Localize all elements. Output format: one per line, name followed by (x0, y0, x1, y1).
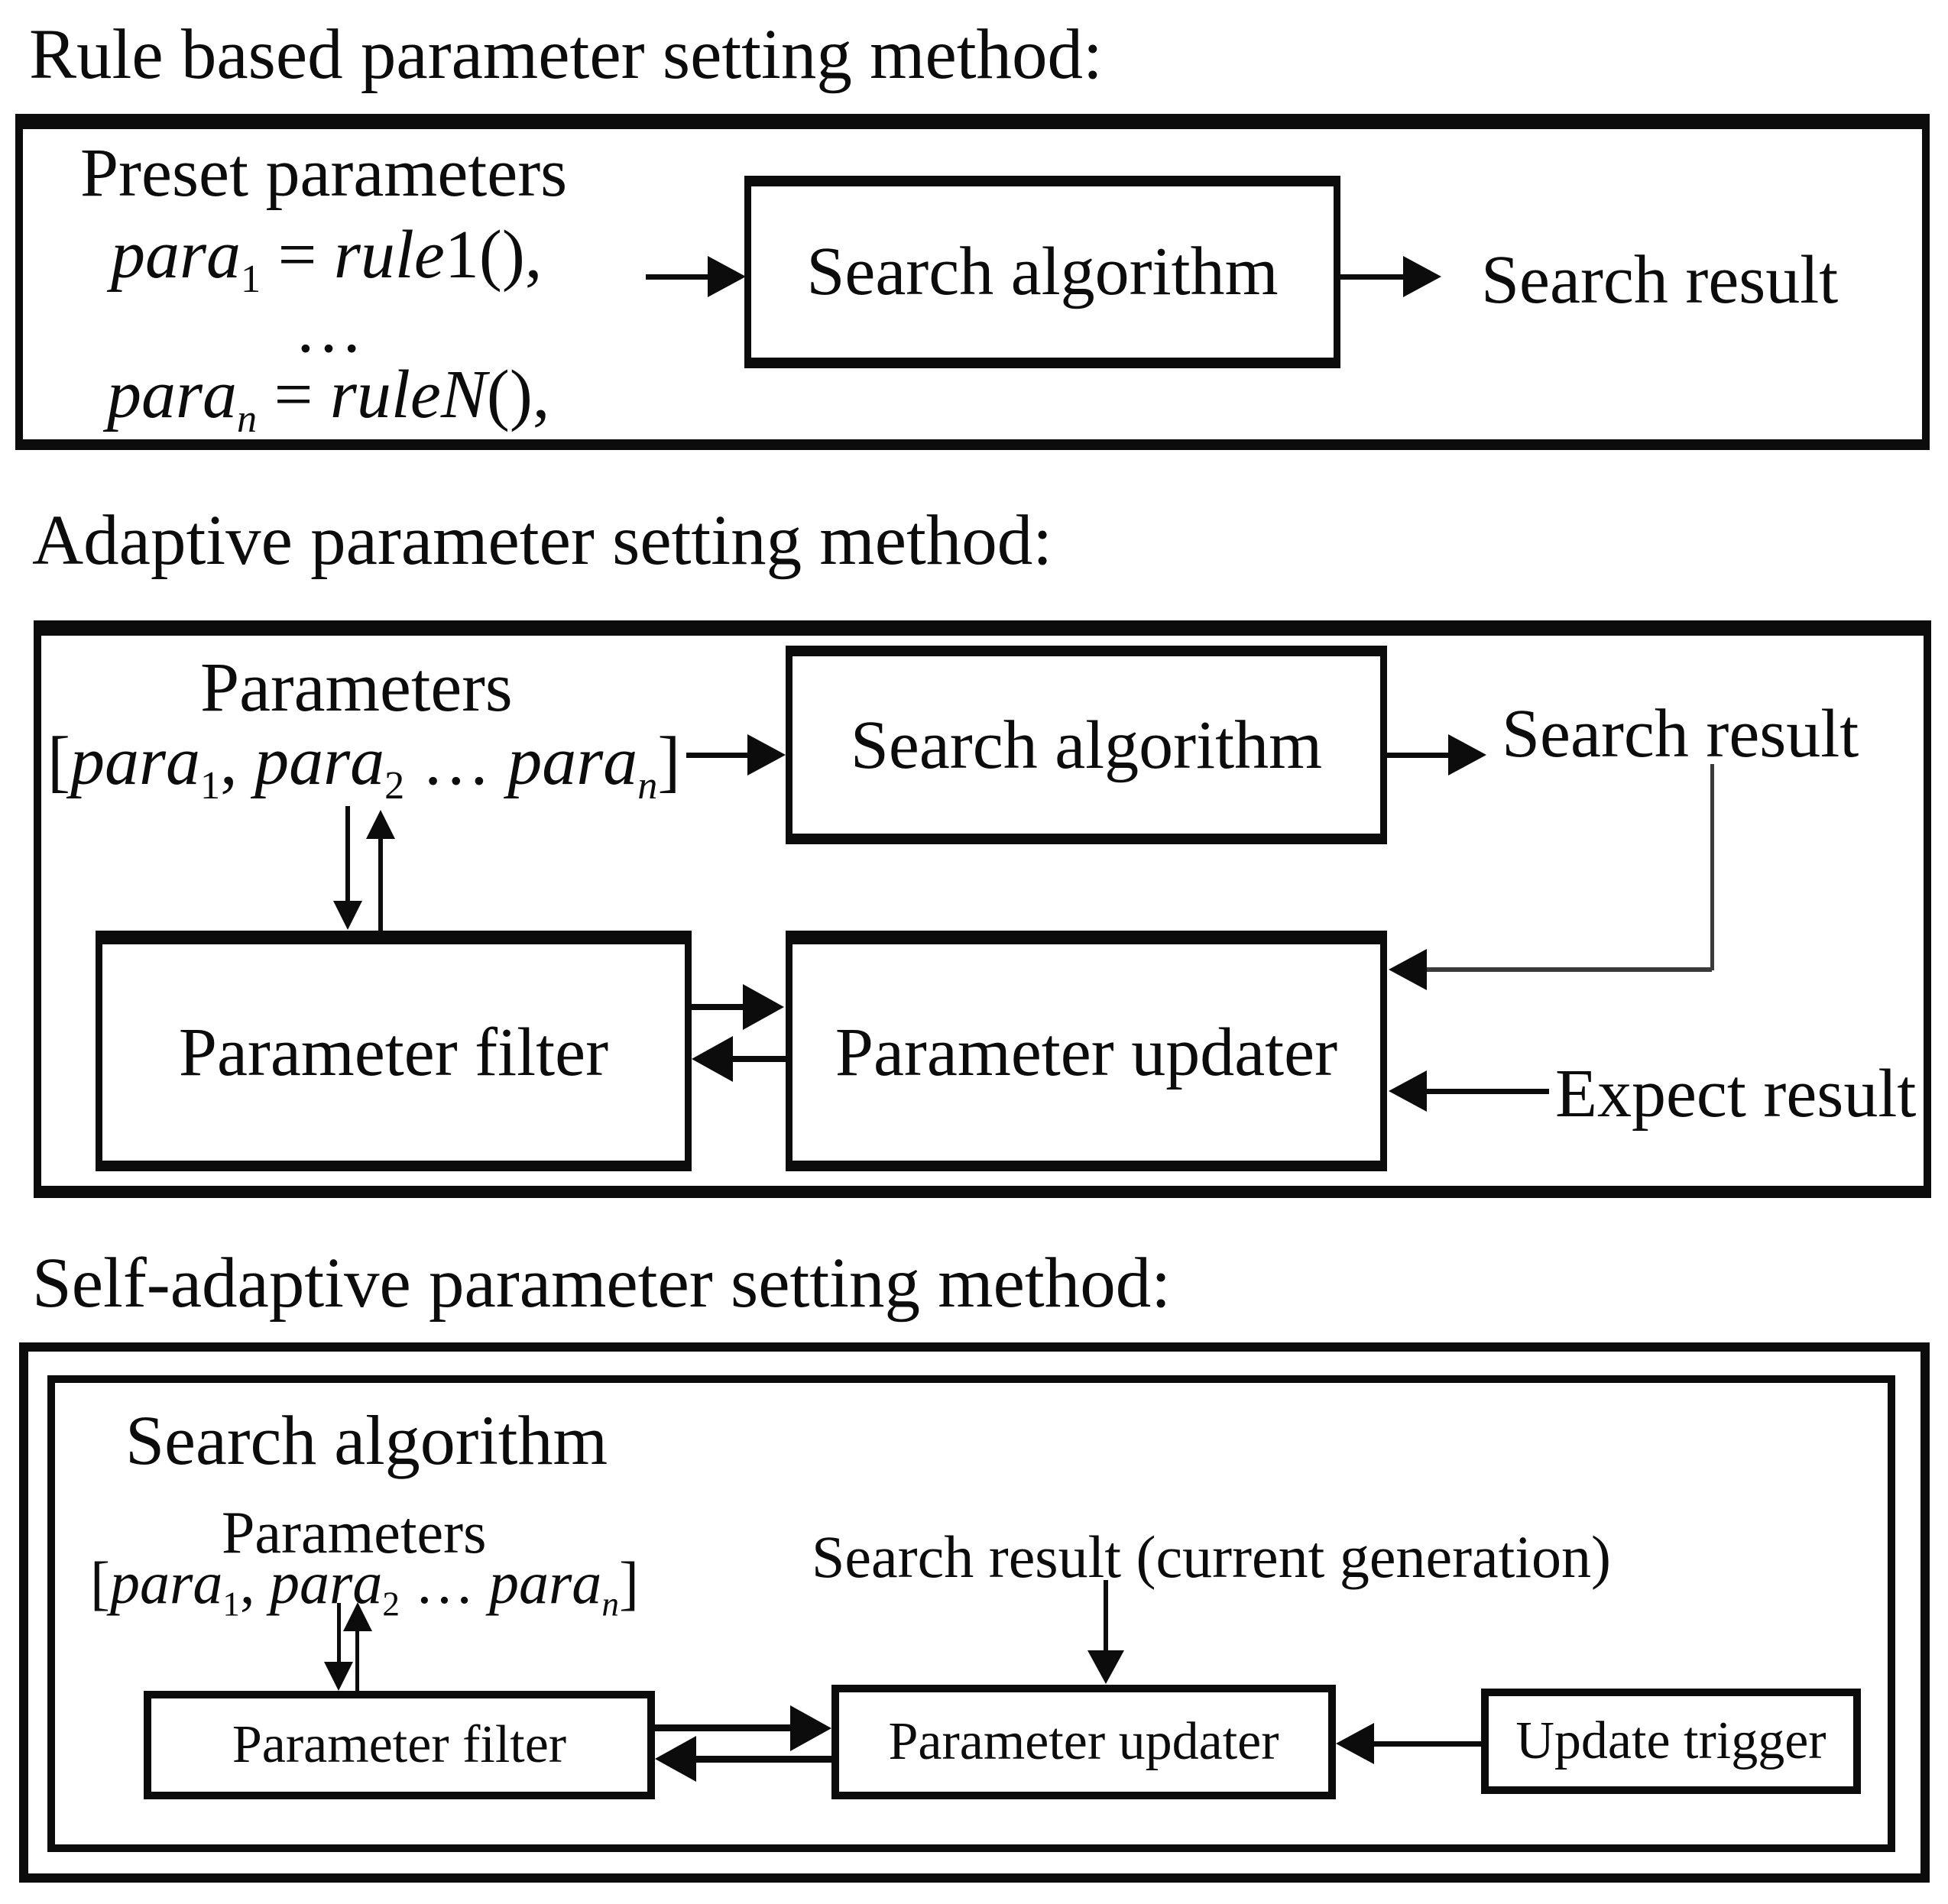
arrow-right-icon (747, 734, 786, 776)
arrow-line (686, 753, 747, 758)
connector-line (1425, 967, 1712, 972)
arrow-line (1374, 1741, 1481, 1747)
arrow-line (1427, 1089, 1549, 1094)
arrow-line (1104, 1580, 1108, 1650)
arrow-left-icon (1336, 1723, 1374, 1764)
expect-result-label: Expect result (1555, 1056, 1917, 1132)
arrow-line (655, 1724, 792, 1731)
arrow-line (378, 839, 383, 931)
parameter-vector-2: [para1, para2 … paran] (47, 724, 681, 808)
section1-frame (15, 114, 1930, 450)
arrow-left-icon (1389, 949, 1427, 990)
search-algorithm-box-2: Search algorithm (786, 646, 1387, 844)
parameter-filter-label-2: Parameter filter (178, 1015, 609, 1090)
section3-title: Self-adaptive parameter setting method: (32, 1244, 1172, 1323)
arrow-down-icon (1087, 1650, 1124, 1684)
arrow-line (692, 1004, 749, 1010)
parameters-label-3: Parameters (222, 1499, 487, 1566)
update-trigger-box: Update trigger (1481, 1689, 1861, 1794)
arrow-down-icon (333, 901, 362, 930)
arrow-right-icon (708, 256, 746, 297)
parameter-filter-box-2: Parameter filter (96, 931, 692, 1171)
search-result-label-2: Search result (1502, 696, 1859, 772)
parameter-vector-3: [para1, para2 … paran] (90, 1549, 639, 1624)
parameter-updater-label-2: Parameter updater (835, 1015, 1338, 1090)
parameter-updater-label-3: Parameter updater (888, 1712, 1279, 1771)
arrow-right-icon (743, 984, 784, 1030)
arrow-right-icon (1448, 734, 1486, 776)
arrow-line (733, 1056, 786, 1062)
update-trigger-label: Update trigger (1515, 1711, 1826, 1770)
section2-title: Adaptive parameter setting method: (32, 501, 1053, 580)
arrow-line (355, 1631, 359, 1691)
arrow-right-icon (1403, 256, 1441, 297)
search-result-label-1: Search result (1481, 242, 1839, 318)
search-algorithm-label-3: Search algorithm (125, 1401, 608, 1479)
parameter-updater-box-2: Parameter updater (786, 931, 1387, 1171)
arrow-down-icon (324, 1662, 353, 1691)
arrow-left-icon (692, 1036, 733, 1082)
parameter-filter-box-3: Parameter filter (144, 1691, 655, 1799)
parameter-filter-label-3: Parameter filter (232, 1715, 567, 1774)
search-algorithm-label-1: Search algorithm (806, 234, 1279, 310)
arrow-left-icon (1389, 1070, 1427, 1112)
arrow-line (1387, 753, 1448, 758)
search-result-current-generation-label: Search result (current generation) (812, 1524, 1611, 1590)
preset-parameters-label: Preset parameters (80, 135, 568, 211)
arrow-line (1340, 274, 1405, 280)
parameters-label-2: Parameters (200, 648, 513, 726)
arrow-right-icon (790, 1705, 831, 1751)
connector-line (1710, 764, 1714, 970)
arrow-line (337, 1603, 341, 1662)
search-algorithm-box-1: Search algorithm (744, 176, 1340, 368)
equation-para1: para1 = rule1(), (111, 217, 543, 301)
arrow-line (646, 274, 711, 280)
parameter-updater-box-3: Parameter updater (831, 1685, 1336, 1799)
arrow-line (345, 806, 350, 901)
arrow-line (696, 1756, 831, 1763)
arrow-up-icon (343, 1602, 372, 1631)
equation-ellipsis: … (294, 291, 363, 367)
search-algorithm-label-2: Search algorithm (850, 707, 1323, 783)
arrow-left-icon (655, 1736, 696, 1782)
arrow-up-icon (366, 810, 395, 839)
equation-paran: paran = ruleN(), (107, 357, 550, 441)
section1-title: Rule based parameter setting method: (29, 15, 1103, 94)
